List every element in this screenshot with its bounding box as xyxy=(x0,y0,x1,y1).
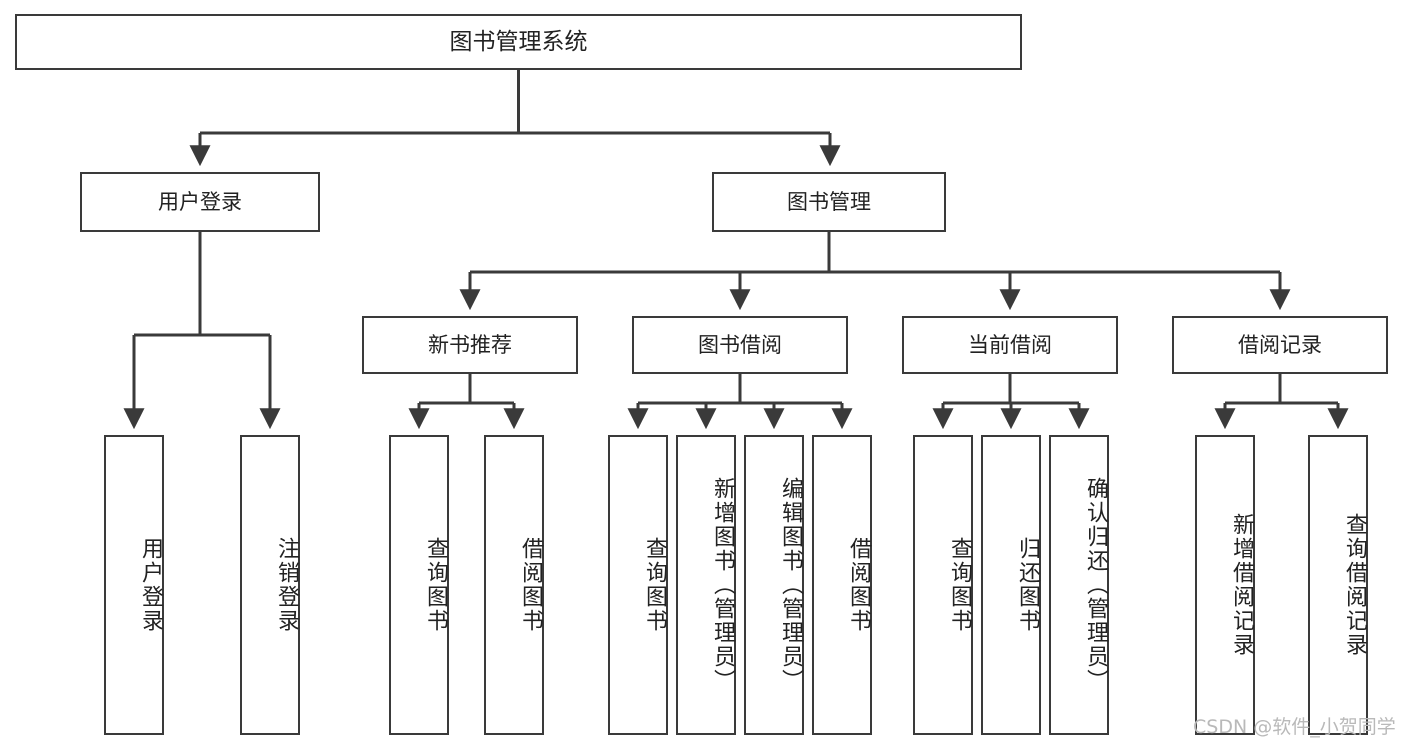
node-leaf-logout-login-label: 注销登录 xyxy=(274,537,299,633)
node-leaf-user-login[interactable]: 用户登录 xyxy=(104,435,164,735)
node-leaf-query-book-3[interactable]: 查询图书 xyxy=(913,435,973,735)
node-current-borrow-label: 当前借阅 xyxy=(968,332,1052,357)
node-leaf-query-book-2-label: 查询图书 xyxy=(642,537,667,633)
node-leaf-edit-book-label: 编辑图书（管理员） xyxy=(778,477,803,693)
node-current-borrow[interactable]: 当前借阅 xyxy=(902,316,1118,374)
node-root[interactable]: 图书管理系统 xyxy=(15,14,1022,70)
node-leaf-query-record[interactable]: 查询借阅记录 xyxy=(1308,435,1368,735)
node-leaf-return-book-label: 归还图书 xyxy=(1015,537,1040,633)
node-leaf-add-book[interactable]: 新增图书（管理员） xyxy=(676,435,736,735)
node-new-book-rec[interactable]: 新书推荐 xyxy=(362,316,578,374)
node-leaf-query-record-label: 查询借阅记录 xyxy=(1342,513,1367,657)
node-root-label: 图书管理系统 xyxy=(449,28,588,55)
node-leaf-query-book-1[interactable]: 查询图书 xyxy=(389,435,449,735)
node-user-login-label: 用户登录 xyxy=(158,189,242,214)
node-leaf-query-book-2[interactable]: 查询图书 xyxy=(608,435,668,735)
node-leaf-borrow-book-1[interactable]: 借阅图书 xyxy=(484,435,544,735)
node-leaf-borrow-book-2[interactable]: 借阅图书 xyxy=(812,435,872,735)
csdn-watermark: CSDN @软件_小贺同学 xyxy=(1193,712,1396,739)
node-new-book-rec-label: 新书推荐 xyxy=(428,332,512,357)
node-leaf-add-record-label: 新增借阅记录 xyxy=(1229,513,1254,657)
node-book-manage-label: 图书管理 xyxy=(787,189,871,214)
node-book-borrow[interactable]: 图书借阅 xyxy=(632,316,848,374)
node-borrow-record[interactable]: 借阅记录 xyxy=(1172,316,1388,374)
node-leaf-logout-login[interactable]: 注销登录 xyxy=(240,435,300,735)
node-leaf-borrow-book-1-label: 借阅图书 xyxy=(518,537,543,633)
node-leaf-confirm-return[interactable]: 确认归还（管理员） xyxy=(1049,435,1109,735)
node-borrow-record-label: 借阅记录 xyxy=(1238,332,1322,357)
node-leaf-confirm-return-label: 确认归还（管理员） xyxy=(1083,477,1108,693)
node-leaf-return-book[interactable]: 归还图书 xyxy=(981,435,1041,735)
node-leaf-add-book-label: 新增图书（管理员） xyxy=(710,477,735,693)
node-book-borrow-label: 图书借阅 xyxy=(698,332,782,357)
node-user-login[interactable]: 用户登录 xyxy=(80,172,320,232)
node-leaf-user-login-label: 用户登录 xyxy=(138,537,163,633)
csdn-watermark-text: CSDN @软件_小贺同学 xyxy=(1193,716,1396,738)
node-leaf-edit-book[interactable]: 编辑图书（管理员） xyxy=(744,435,804,735)
node-leaf-add-record[interactable]: 新增借阅记录 xyxy=(1195,435,1255,735)
node-leaf-query-book-3-label: 查询图书 xyxy=(947,537,972,633)
node-leaf-borrow-book-2-label: 借阅图书 xyxy=(846,537,871,633)
node-leaf-query-book-1-label: 查询图书 xyxy=(423,537,448,633)
node-book-manage[interactable]: 图书管理 xyxy=(712,172,946,232)
